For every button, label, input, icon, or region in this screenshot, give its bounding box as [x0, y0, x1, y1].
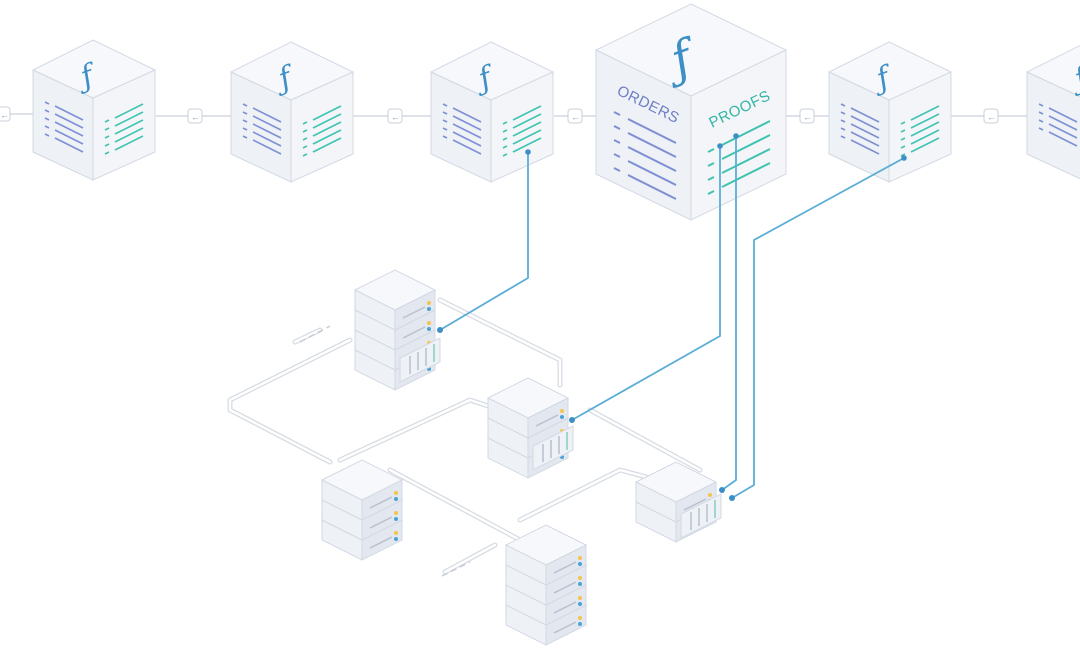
- orders-lines: [1038, 103, 1078, 147]
- connection-nodes: [437, 133, 907, 501]
- svg-text:←: ←: [987, 112, 996, 122]
- proofs-lines: [707, 120, 771, 195]
- server-drawer: [399, 337, 441, 383]
- server-stack: [487, 377, 574, 479]
- server-drawer: [680, 493, 722, 539]
- chain-arrow-icon: ←: [567, 108, 583, 124]
- proof-connections: [439, 136, 905, 499]
- chain-block: ƒ: [827, 41, 953, 183]
- proofs-lines: [302, 105, 342, 157]
- orders-lines: [242, 103, 282, 155]
- orders-lines: [442, 103, 482, 155]
- chain-block: ƒ: [229, 41, 355, 183]
- server-drawer: [532, 425, 574, 471]
- chain-arrow-icons: ← ← ← ← ← ←: [0, 106, 999, 124]
- svg-text:←: ←: [391, 112, 400, 122]
- svg-text:←: ←: [191, 112, 200, 122]
- svg-text:←: ←: [571, 112, 580, 122]
- proofs-lines: [104, 103, 144, 155]
- chain-arrow-icon: ←: [387, 108, 403, 124]
- featured-block: ƒ ORDERS PROOFS: [594, 3, 788, 221]
- orders-lines: [613, 111, 677, 200]
- server-stack: [321, 459, 403, 561]
- server-stack: [354, 269, 441, 391]
- chain-block: ƒ: [1025, 44, 1080, 180]
- orders-lines: [840, 103, 880, 155]
- pipe-dashes: [299, 325, 471, 577]
- chain-arrow-icon: ←: [983, 108, 999, 124]
- chain-arrow-icon: ←: [799, 108, 815, 124]
- svg-text:←: ←: [0, 110, 9, 120]
- chain-block: ƒ: [31, 39, 157, 181]
- server-stack: [635, 461, 722, 543]
- chain-block: ƒ: [429, 41, 555, 183]
- proofs-lines: [502, 105, 542, 157]
- svg-text:←: ←: [803, 112, 812, 122]
- network-pipes: [227, 297, 703, 575]
- server-stack: [505, 524, 587, 646]
- chain-arrow-icon: ←: [0, 106, 11, 122]
- orders-lines: [44, 101, 84, 153]
- proofs-lines: [900, 105, 940, 157]
- chain-arrow-icon: ←: [187, 108, 203, 124]
